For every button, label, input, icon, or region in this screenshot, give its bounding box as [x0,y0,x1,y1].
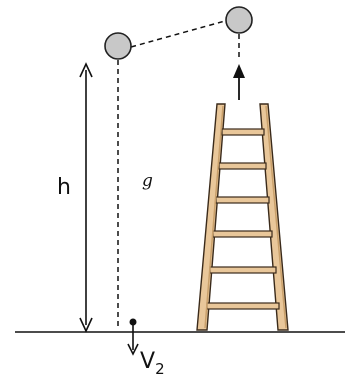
height-arrow [79,62,93,333]
upward-arrow [233,64,245,100]
ladder-rung [221,128,265,136]
velocity-symbol: V [140,349,155,374]
ladder-right-rail-shade [265,105,287,329]
v2-arrow-head [127,343,139,356]
velocity-subscript: 2 [155,360,165,378]
velocity-label: V2 [140,349,165,378]
ladder-rung [215,196,270,204]
trajectory-path [130,20,226,48]
ladder-left-rail-shade [204,105,224,329]
ladder [196,103,289,331]
ladder-rung [218,162,267,170]
ladder-rung [212,230,273,238]
gravity-label: g [142,171,153,191]
ladder-rung [209,266,277,274]
ball-right [225,6,253,34]
ball-left [104,32,132,60]
ladder-rung [206,302,280,310]
height-label: h [57,175,71,200]
